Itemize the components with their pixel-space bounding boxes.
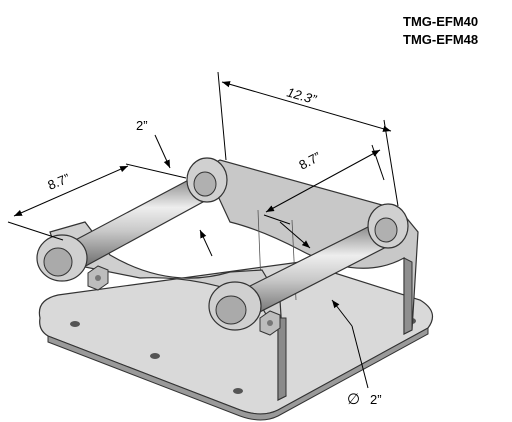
mount-hole	[70, 321, 80, 327]
model-label-2: TMG-EFM48	[403, 32, 478, 47]
pin-boss-right-front	[208, 281, 262, 331]
pin-diameter-top-label: 2”	[136, 118, 148, 133]
dimension-lines	[7, 71, 399, 389]
hex-nut-right	[259, 310, 281, 336]
pin-boss-left-front	[36, 234, 88, 282]
pin-distance-label: 12.3”	[285, 84, 318, 107]
hex-nut-left	[87, 265, 109, 291]
model-label-1: TMG-EFM40	[403, 14, 478, 29]
diameter-symbol-icon: ∅	[347, 391, 360, 408]
mount-hole	[233, 388, 243, 394]
front-side-plate	[49, 221, 287, 401]
left-pin-length-label: 8.7”	[46, 170, 72, 192]
mount-hole	[150, 353, 160, 359]
pin-diameter-bottom-label: 2”	[370, 392, 382, 407]
pin-boss-right-rear	[367, 203, 409, 249]
pin-boss-left-rear	[186, 157, 228, 203]
right-pin-length-label: 8.7”	[296, 149, 323, 173]
